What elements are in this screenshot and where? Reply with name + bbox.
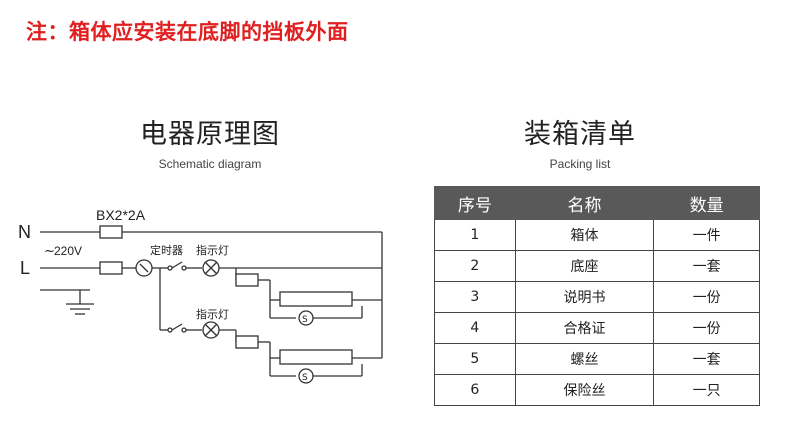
table-row: 4 合格证 一份: [434, 312, 760, 344]
row-index: 1: [434, 219, 516, 251]
row-name: 保险丝: [514, 374, 655, 406]
l-fuse-symbol: [99, 261, 123, 275]
fuse-symbol: [99, 225, 123, 239]
fuse-label: BX2*2A: [96, 207, 146, 223]
header-quantity: 数量: [653, 186, 760, 220]
row-name: 说明书: [514, 281, 655, 313]
row-quantity: 一件: [653, 219, 760, 251]
tilde-icon: ~: [44, 244, 55, 259]
row-index: 4: [434, 312, 516, 344]
header-index: 序号: [434, 186, 516, 220]
row-quantity: 一份: [653, 281, 760, 313]
timer-label: 定时器: [150, 243, 183, 257]
indicator-label-2: 指示灯: [196, 307, 229, 321]
schematic-diagram: N L BX2*2A ~ 220V 定时器 指示灯 指示灯 S S: [18, 207, 383, 384]
schematic-subtitle: Schematic diagram: [158, 157, 262, 171]
table-row: 3 说明书 一份: [434, 281, 760, 313]
table-row: 2 底座 一套: [434, 250, 760, 282]
table-row: 1 箱体 一件: [434, 219, 760, 251]
row-index: 3: [434, 281, 516, 313]
table-row: 5 螺丝 一套: [434, 343, 760, 375]
l-label: L: [20, 258, 30, 278]
starter-label-2: S: [302, 373, 308, 383]
row-name: 底座: [514, 250, 655, 282]
row-quantity: 一套: [653, 343, 760, 375]
row-index: 2: [434, 250, 516, 282]
packing-table: 序号 名称 数量 1 箱体 一件 2 底座 一套 3 说明书 一份 4 合格证 …: [434, 186, 760, 406]
row-name: 箱体: [514, 219, 655, 251]
n-label: N: [18, 222, 31, 242]
row-quantity: 一只: [653, 374, 760, 406]
packing-subtitle: Packing list: [549, 157, 611, 171]
schematic-title: 电器原理图: [140, 119, 280, 150]
schematic-heading: 电器原理图 Schematic diagram: [110, 112, 310, 171]
installation-note: 注：箱体应安装在底脚的挡板外面: [26, 20, 349, 44]
row-index: 5: [434, 343, 516, 375]
voltage-label: 220V: [54, 244, 82, 258]
packing-title: 装箱清单: [524, 119, 636, 150]
header-name: 名称: [514, 186, 655, 220]
table-row: 6 保险丝 一只: [434, 374, 760, 406]
packing-header-row: 序号 名称 数量: [434, 186, 760, 220]
starter-label-1: S: [302, 315, 308, 325]
tube-2: [279, 349, 353, 365]
packing-heading: 装箱清单 Packing list: [480, 112, 680, 171]
row-quantity: 一份: [653, 312, 760, 344]
row-quantity: 一套: [653, 250, 760, 282]
row-name: 螺丝: [514, 343, 655, 375]
row-index: 6: [434, 374, 516, 406]
row-name: 合格证: [514, 312, 655, 344]
tube-1: [279, 291, 353, 307]
indicator-label-1: 指示灯: [196, 243, 229, 257]
